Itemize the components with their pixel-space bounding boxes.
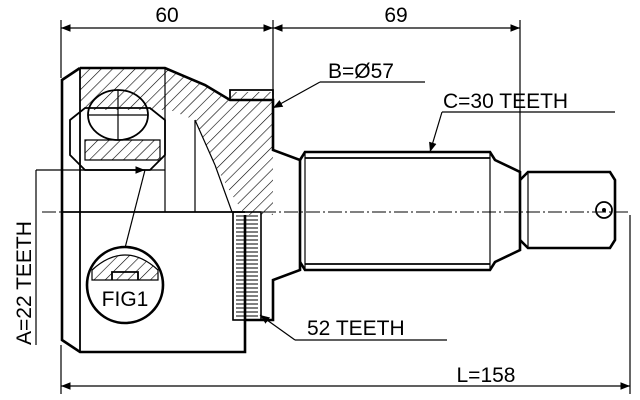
axle-shaft [298,150,617,272]
dimension-total: L=158 [60,215,631,394]
teeth-c-label: C=30 TEETH [443,90,568,113]
inner-shaft-bore [229,89,274,100]
label-b: B=Ø57 [272,60,425,109]
dim-69-label: 69 [384,4,407,27]
diameter-b-label: B=Ø57 [328,60,394,83]
label-52: 52 TEETH [259,314,447,341]
dimension-top: 60 69 [60,4,521,175]
abs-ring [232,211,262,321]
fig1-callout: FIG1 [85,169,165,325]
teeth-a-label: A=22 TEETH [13,221,36,345]
abs-teeth-label: 52 TEETH [307,317,405,340]
dim-total-label: L=158 [457,364,516,387]
dim-60-label: 60 [155,4,178,27]
label-c: C=30 TEETH [429,90,615,153]
outer-race-housing [60,66,302,354]
fig1-label: FIG1 [102,288,149,311]
inner-cage [69,89,166,171]
label-a: A=22 TEETH [13,166,145,345]
